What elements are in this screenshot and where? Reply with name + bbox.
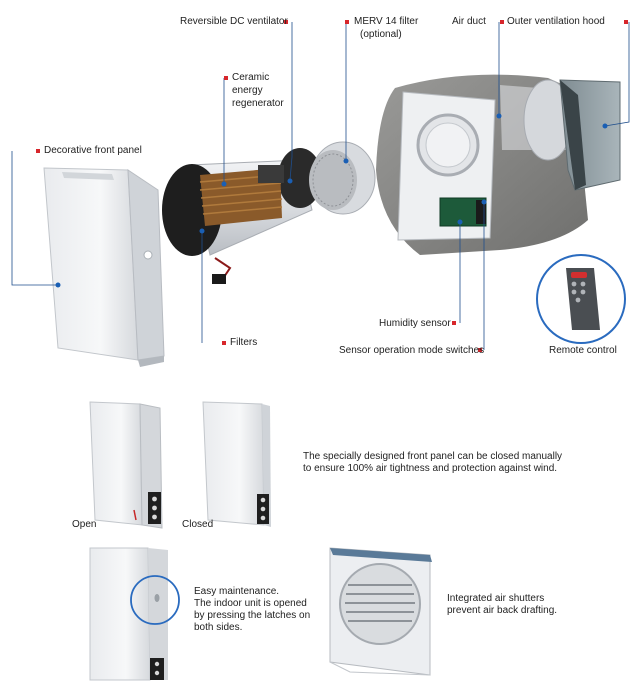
shutters-line2: prevent air back drafting. (447, 605, 558, 616)
callout-dots (55, 113, 608, 288)
remote-control-illustration (536, 254, 626, 344)
label-merv-filter-optional: (optional) (360, 29, 402, 40)
label-closed: Closed (182, 519, 214, 530)
callout-squares (36, 20, 628, 352)
label-ceramic-line3: regenerator (232, 98, 284, 109)
panel-closed-illustration (202, 401, 271, 527)
shutters-illustration (329, 547, 432, 676)
maintenance-line3: by pressing the latches on (194, 610, 311, 621)
maintenance-line2: The indoor unit is opened (194, 598, 307, 609)
label-filters: Filters (230, 337, 258, 348)
maintenance-illustration (89, 547, 180, 681)
label-reversible-dc-ventilator: Reversible DC ventilator (180, 16, 288, 27)
shutters-line1: Integrated air shutters (447, 593, 545, 604)
panel-open-illustration (89, 401, 163, 529)
label-ceramic-line2: energy (232, 85, 263, 96)
merv-filter-illustration (309, 141, 376, 215)
label-remote-control: Remote control (549, 345, 617, 356)
panel-description-line2: to ensure 100% air tightness and protect… (303, 463, 558, 474)
label-decorative-front-panel: Decorative front panel (44, 145, 142, 156)
maintenance-line4: both sides. (194, 622, 243, 633)
callout-leaders (11, 22, 630, 350)
outer-hood-illustration (559, 79, 621, 191)
maintenance-line1: Easy maintenance. (194, 586, 280, 597)
regenerator-illustration (162, 148, 322, 284)
label-merv-filter: MERV 14 filter (354, 16, 419, 27)
label-humidity-sensor: Humidity sensor (379, 318, 451, 329)
label-outer-ventilation-hood: Outer ventilation hood (507, 16, 605, 27)
label-sensor-mode-switches: Sensor operation mode switches (339, 345, 485, 356)
front-panel-illustration (43, 167, 165, 367)
panel-description-line1: The specially designed front panel can b… (303, 451, 563, 462)
label-open: Open (72, 519, 97, 530)
label-air-duct: Air duct (452, 16, 486, 27)
label-ceramic-line1: Ceramic (232, 72, 270, 83)
